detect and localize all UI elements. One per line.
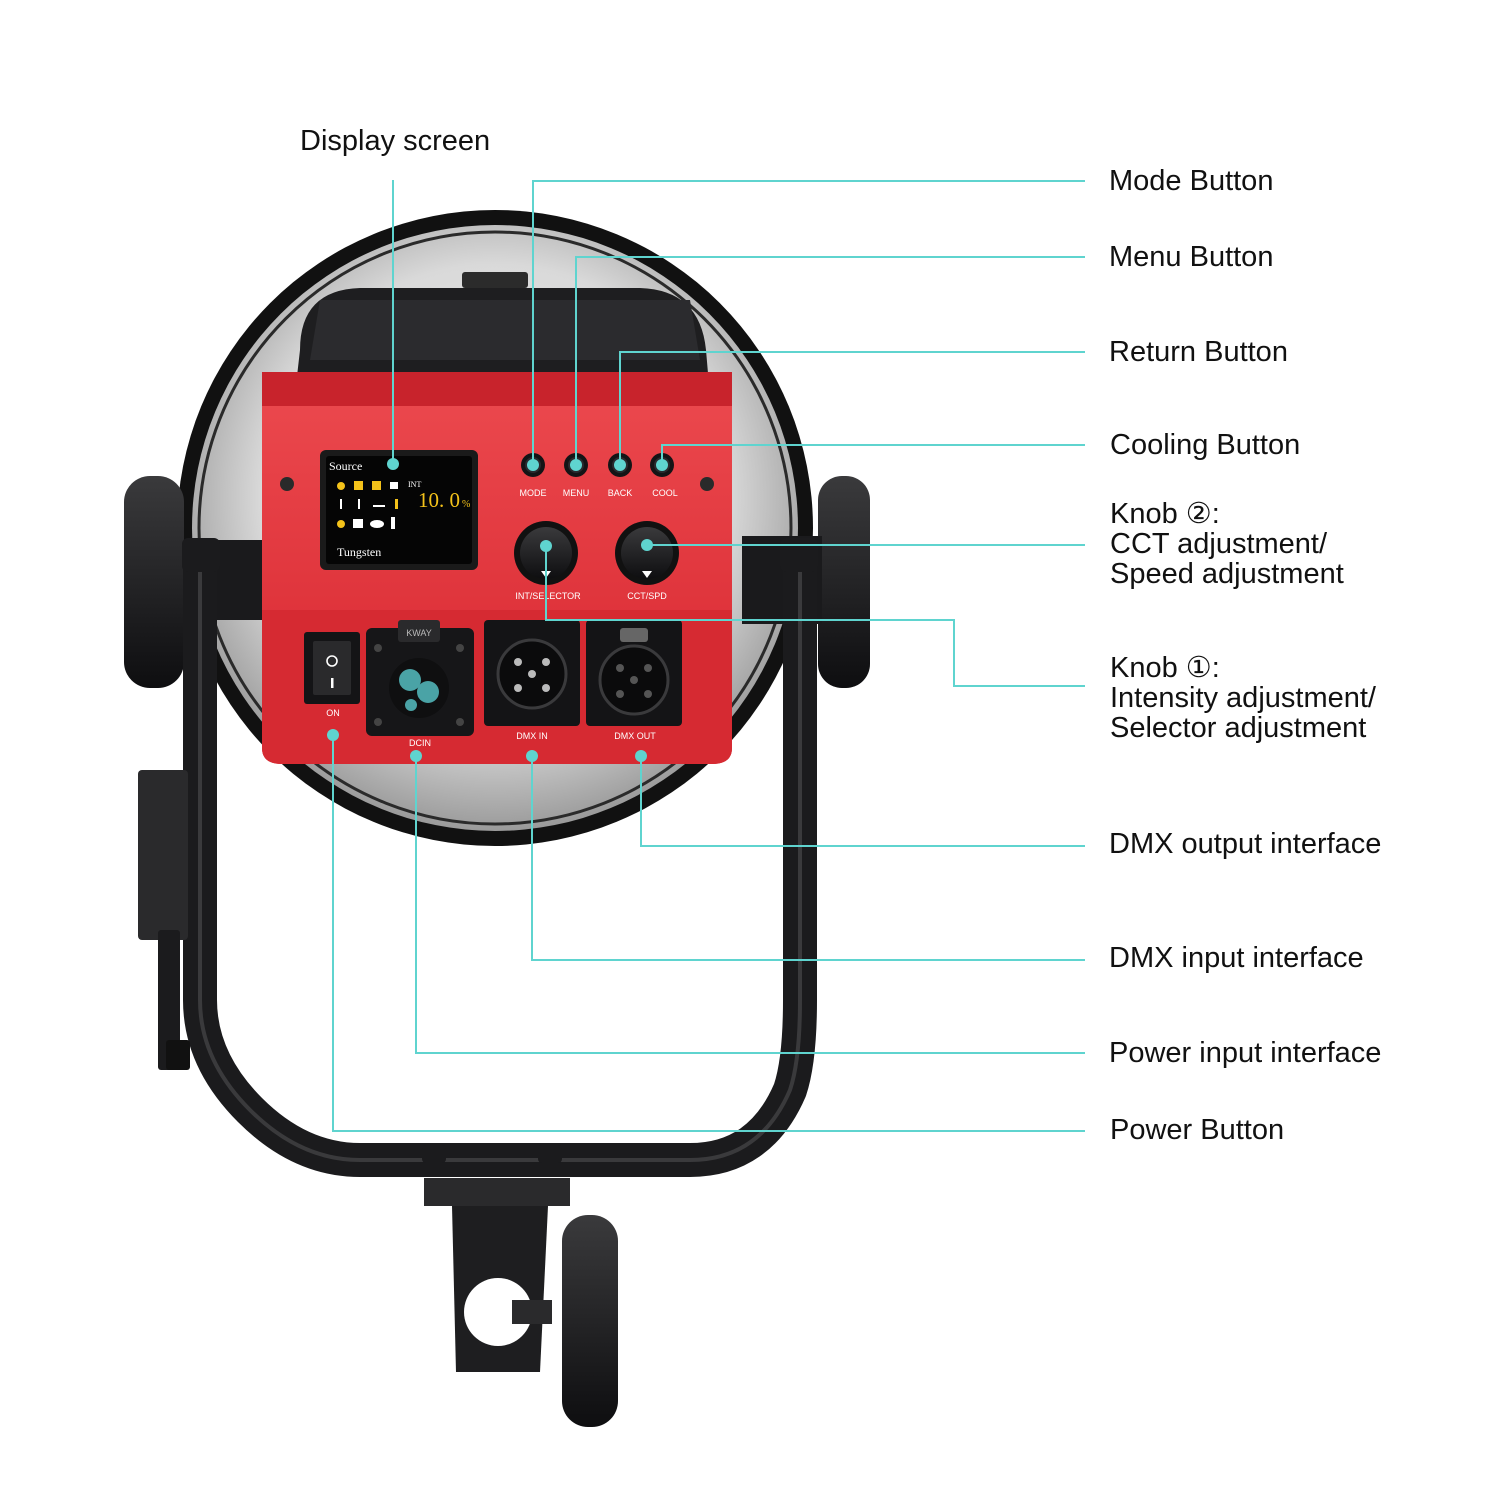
mode-button-label: MODE <box>520 488 547 498</box>
callout-dmx-output: DMX output interface <box>1109 828 1382 860</box>
function-buttons: MODE MENU BACK COOL <box>520 453 678 498</box>
dmx-in-port[interactable] <box>484 620 580 726</box>
menu-button-label: MENU <box>563 488 590 498</box>
dcin-label: DCIN <box>409 738 431 748</box>
dmx-in-label: DMX IN <box>516 731 548 741</box>
callout-dmx-input: DMX input interface <box>1109 942 1364 974</box>
screen-int-label: INT <box>408 480 421 489</box>
power-switch[interactable] <box>304 632 360 704</box>
callout-knob1-line1: Knob ①: <box>1110 652 1220 684</box>
leader-menu-button <box>575 256 1085 465</box>
screen-title: Source <box>329 459 362 473</box>
screen-unit: % <box>462 499 470 510</box>
callout-knob2-line2: CCT adjustment/ <box>1110 528 1328 560</box>
callout-knob2-line1: Knob ②: <box>1110 498 1220 530</box>
callout-knob2: Knob ②: CCT adjustment/ Speed adjustment <box>1110 499 1344 589</box>
leader-dots <box>327 458 668 762</box>
dmx-out-port[interactable] <box>586 620 682 726</box>
cool-button-label: COOL <box>652 488 678 498</box>
callout-mode-button: Mode Button <box>1109 165 1274 197</box>
callout-return-button: Return Button <box>1109 336 1288 368</box>
leader-lines <box>332 180 1085 1132</box>
source-icons <box>337 481 398 529</box>
callout-display-screen: Display screen <box>300 125 491 157</box>
callout-knob2-line3: Speed adjustment <box>1110 558 1344 590</box>
dcin-port[interactable]: KWAY <box>366 620 474 736</box>
leader-power-input <box>415 756 1085 1054</box>
ports: ON KWAY DCIN <box>304 620 682 748</box>
leader-cooling-button <box>661 444 1085 465</box>
int-selector-label: INT/SELECTOR <box>515 591 581 601</box>
kway-brand-text: KWAY <box>406 628 432 638</box>
display-screen: Source INT 10. 0 % Tungsten <box>320 450 478 570</box>
battery-plate <box>138 770 190 1070</box>
callout-knob1: Knob ①: Intensity adjustment/ Selector a… <box>1110 653 1376 743</box>
knob-indicator-icon <box>642 571 652 578</box>
leader-dmx-output <box>640 756 1085 847</box>
callout-power-input: Power input interface <box>1109 1037 1382 1069</box>
leader-return-button <box>619 351 1085 465</box>
leader-power-button <box>332 735 1085 1132</box>
leader-knob1 <box>545 546 1085 687</box>
cct-spd-label: CCT/SPD <box>627 591 667 601</box>
callout-cooling-button: Cooling Button <box>1110 429 1301 461</box>
leader-mode-button <box>532 180 1085 465</box>
screen-value: 10. 0 <box>418 488 460 512</box>
callout-power-button: Power Button <box>1110 1114 1285 1146</box>
screen-source-name: Tungsten <box>337 545 381 559</box>
stand-mount <box>422 1145 618 1427</box>
power-switch-label: ON <box>326 708 340 718</box>
yoke <box>182 538 818 1177</box>
callout-knob1-line3: Selector adjustment <box>1110 712 1367 744</box>
callout-menu-button: Menu Button <box>1109 241 1274 273</box>
callout-knob1-line2: Intensity adjustment/ <box>1110 682 1376 714</box>
leader-dmx-input <box>531 756 1085 961</box>
back-button-label: BACK <box>608 488 633 498</box>
dmx-out-label: DMX OUT <box>614 731 656 741</box>
side-knob-left <box>124 476 264 688</box>
cct-spd-knob[interactable] <box>615 521 679 585</box>
